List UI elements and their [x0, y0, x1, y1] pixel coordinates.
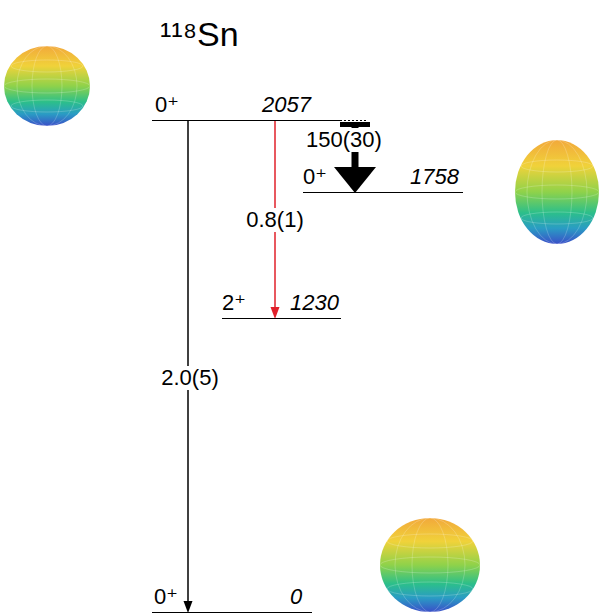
transition-strength: 2.0(5) [159, 366, 220, 390]
level-energy: 0 [290, 585, 302, 609]
level-energy: 2057 [262, 93, 311, 117]
energy-level: 0⁺ 2057 [152, 93, 340, 121]
spherical-shape [380, 518, 480, 612]
level-extension [340, 120, 366, 121]
energy-level: 2⁺ 1230 [222, 291, 341, 319]
transition-strength: 150(30) [304, 128, 384, 152]
level-energy: 1758 [410, 165, 459, 189]
spin-parity: 0⁺ [303, 165, 327, 189]
level-energy: 1230 [290, 291, 339, 315]
energy-level: 0⁺ 0 [152, 585, 312, 613]
energy-level: 0⁺ 1758 [303, 165, 463, 193]
spin-parity: 0⁺ [154, 585, 178, 609]
oblate-spheroid [4, 46, 90, 126]
transition-strength: 0.8(1) [244, 208, 305, 232]
nucleus-title: ¹¹⁸Sn [160, 14, 239, 54]
prolate-spheroid [515, 140, 599, 244]
spin-parity: 2⁺ [222, 291, 246, 315]
spin-parity: 0⁺ [155, 93, 179, 117]
